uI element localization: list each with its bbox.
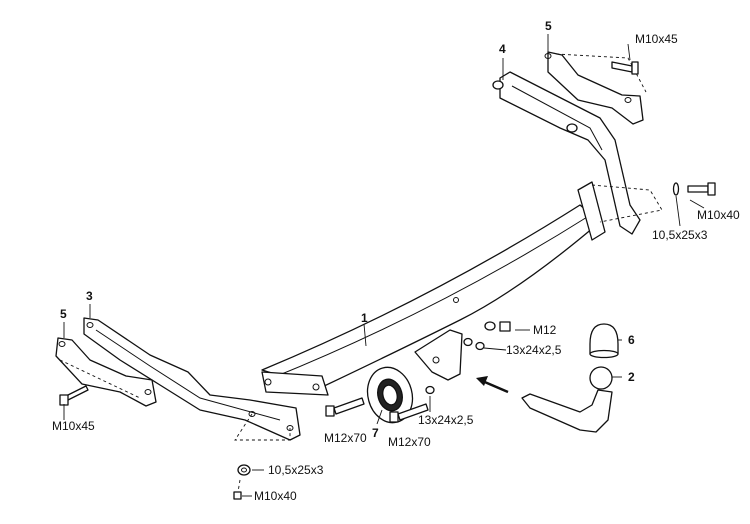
label-bottom-bolt: M10x40 (254, 489, 297, 503)
crossbar (261, 181, 606, 396)
socket-plate (366, 366, 414, 424)
mount-bolt-right (389, 403, 429, 423)
label-nut-upper: M12 (533, 323, 557, 337)
ball-cap (589, 323, 619, 359)
right-plate (544, 51, 644, 125)
part-number-7: 7 (372, 426, 379, 440)
washer-lower (425, 385, 435, 395)
part-number-5-right: 5 (545, 19, 552, 33)
left-plate-dashed-outline (59, 359, 141, 399)
washer-upper (463, 337, 485, 351)
part-number-6: 6 (628, 333, 635, 347)
right-bracket (492, 71, 641, 235)
label-left-bolt: M10x45 (52, 419, 95, 433)
label-right-side-washer: 10,5x25x3 (652, 228, 708, 242)
bottom-dashed-outline (234, 413, 291, 441)
left-plate (55, 337, 157, 407)
left-bolt (59, 385, 89, 406)
part-number-3: 3 (86, 289, 93, 303)
label-washer-lower: 13x24x2,5 (418, 413, 474, 427)
part-number-5-left: 5 (60, 307, 67, 321)
label-right-side-bolt: M10x40 (697, 208, 740, 222)
label-right-top-bolt: M10x45 (635, 32, 678, 46)
bottom-bolt (233, 479, 242, 500)
right-side-bolt (672, 182, 716, 196)
label-mount-bolt-right: M12x70 (388, 435, 431, 449)
left-bracket (83, 317, 301, 441)
part-number-4: 4 (499, 42, 506, 56)
right-plate-dashed-outline (555, 53, 647, 93)
label-mount-bolt-left: M12x70 (324, 431, 367, 445)
direction-arrow (476, 376, 509, 394)
leader-lines (63, 34, 705, 497)
mount-bolt-left (325, 397, 365, 417)
label-bottom-washer: 10,5x25x3 (268, 463, 324, 477)
tow-ball (521, 366, 613, 433)
part-number-1: 1 (361, 311, 368, 325)
part-number-2: 2 (628, 370, 635, 384)
nut-upper (484, 321, 511, 332)
right-top-bolt (611, 61, 639, 75)
label-washer-upper: 13x24x2,5 (506, 343, 562, 357)
bottom-washer (237, 464, 251, 476)
